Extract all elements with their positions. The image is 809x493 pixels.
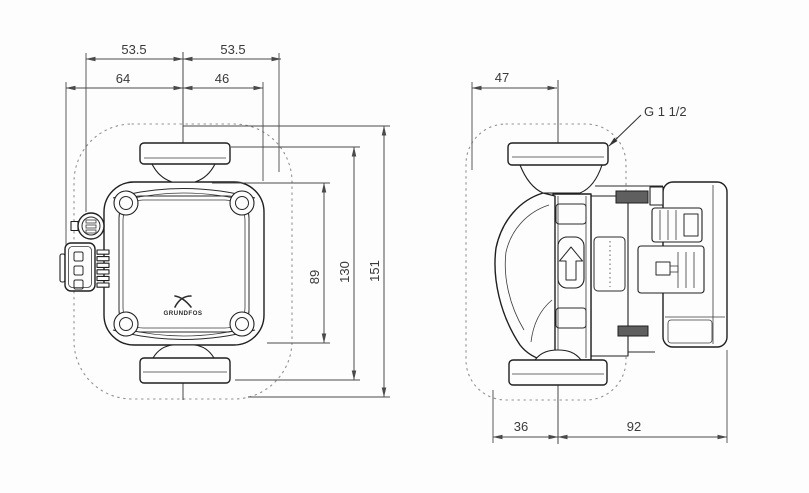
front-top-port (139, 142, 231, 183)
rib-1 (96, 249, 110, 255)
dim-label-535-left: 53.5 (121, 42, 146, 57)
oval-connector-pin-2 (85, 224, 97, 229)
dim-label-130: 130 (337, 261, 352, 283)
front-dim-row-64-46: 64 46 (65, 71, 264, 245)
front-pump-body: GRUNDFOS (103, 181, 265, 346)
stator-slot (593, 236, 626, 292)
plug-connector-pin-3 (73, 279, 84, 290)
bolt-hole-bottom-left (119, 317, 133, 331)
front-face-inner-contour (122, 199, 246, 329)
oval-connector-inner (81, 216, 101, 236)
rib-5 (96, 275, 110, 282)
bolt-hole-top-left (119, 196, 133, 210)
oval-connector-pin-3 (85, 229, 97, 234)
rib-4 (96, 269, 110, 275)
dim-label-151: 151 (367, 260, 382, 282)
mid-terminal-block (637, 245, 705, 294)
plug-connector-outline (64, 242, 96, 292)
bolt-hole-top-right (235, 196, 249, 210)
front-view: GRUNDFOS (59, 42, 390, 400)
plug-connector-inner (68, 246, 92, 288)
front-bottom-flange (139, 357, 231, 384)
flow-direction-arrow-icon (559, 246, 583, 281)
side-terminal-blocks (637, 207, 705, 294)
front-face-outline (118, 195, 250, 333)
side-dim-row-36-92: 36 92 (492, 350, 728, 443)
volute-outline (494, 192, 556, 362)
stator-top-gasket (615, 190, 649, 204)
oval-connector-tab (70, 220, 79, 232)
front-top-flange (139, 142, 231, 165)
thread-label: G 1 1/2 (644, 104, 687, 119)
side-stator-housing (590, 185, 663, 357)
stator-bottom-gasket (617, 325, 649, 337)
side-mounting-plate (552, 193, 592, 361)
side-bottom-flange (508, 359, 608, 386)
plug-connector-latch (59, 253, 66, 283)
bolt-boss-top-left (113, 190, 139, 216)
plate-upper-clamp (555, 203, 587, 225)
bolt-boss-bottom-left (113, 311, 139, 337)
front-dim-row-535: 53.5 53.5 (85, 42, 282, 212)
volute-inner-curve-1 (504, 204, 550, 331)
dim-label-36: 36 (514, 419, 528, 434)
upper-terminal-cap (683, 213, 699, 237)
bolt-boss-bottom-right (229, 311, 255, 337)
control-box-side-lug (649, 186, 664, 206)
dim-label-92: 92 (627, 419, 641, 434)
bolt-hole-bottom-right (235, 317, 249, 331)
side-top-neck (519, 164, 603, 194)
front-bottom-neck (152, 344, 215, 359)
plug-connector-pin-2 (73, 265, 84, 276)
side-view: G 1 1/2 47 36 92 (465, 70, 728, 444)
side-bottom-neck (534, 349, 582, 361)
bolt-boss-top-right (229, 190, 255, 216)
rib-2 (96, 256, 110, 262)
thread-leader-line (608, 114, 642, 147)
logo-mark-stroke-2 (174, 295, 192, 308)
dim-label-64: 64 (116, 71, 130, 86)
front-bolt-holes (113, 190, 255, 337)
front-top-neck (151, 163, 216, 183)
side-top-port (507, 142, 609, 194)
volute-inner-curve-2 (530, 299, 553, 343)
side-volute (494, 192, 556, 362)
front-vertical-dims: 89 130 151 (183, 125, 390, 398)
dim-label-89: 89 (307, 270, 322, 284)
rib-6 (96, 282, 110, 288)
thread-callout: G 1 1/2 (608, 104, 687, 147)
side-top-flange (507, 142, 609, 166)
upper-terminal-block (651, 207, 703, 243)
front-bottom-port (139, 344, 231, 384)
dim-label-535-right: 53.5 (220, 42, 245, 57)
dim-label-46: 46 (215, 71, 229, 86)
front-connectors (59, 212, 110, 292)
connector-rib-strip (96, 249, 110, 288)
rib-3 (96, 262, 110, 268)
plug-connector-pin-1 (73, 251, 84, 262)
plate-lower-clamp (555, 307, 587, 329)
oval-connector-pin-1 (85, 219, 97, 224)
side-bottom-port (508, 349, 608, 386)
grundfos-logo: GRUNDFOS (163, 295, 202, 317)
dim-label-47: 47 (495, 70, 509, 85)
control-box-lower-panel (667, 319, 713, 344)
logo-text: GRUNDFOS (163, 310, 202, 317)
side-dim-47: 47 (471, 70, 558, 170)
flow-arrow-panel (557, 236, 585, 289)
